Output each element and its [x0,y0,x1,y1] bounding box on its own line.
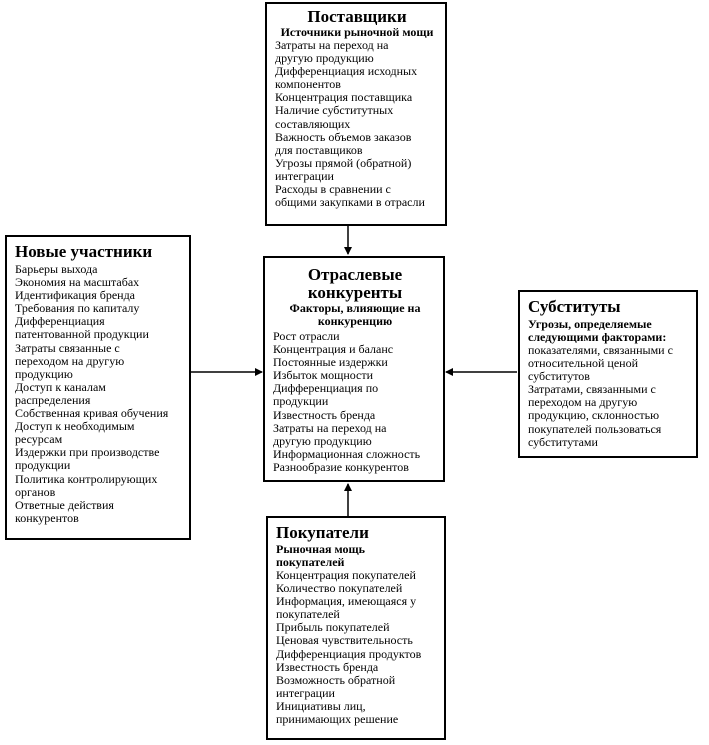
suppliers-box: Поставщики Источники рыночной мощи Затра… [265,2,447,226]
suppliers-list: Затраты на переход на другую продукцию Д… [275,38,439,210]
list-item: органов [15,484,56,499]
list-item: Важность объемов заказов [275,129,412,144]
list-item: Экономия на масштабах [15,275,140,290]
substitutes-subtitle-line2: следующими факторами: [528,330,667,344]
substitutes-title: Субституты [528,297,621,316]
list-item: Дифференциация исходных [275,64,418,79]
list-item: Угрозы прямой (обратной) [275,155,412,170]
list-item: субститутами [528,434,598,449]
list-item: для поставщиков [275,142,363,157]
buyers-subtitle-line1: Рыночная мощь [276,542,365,556]
list-item: Известность бренда [276,659,379,674]
list-item: Затраты на переход на [275,38,389,52]
competitors-list: Рост отрасли Концентрация и баланс Посто… [273,329,437,474]
competitors-subtitle-line2: конкуренцию [317,314,393,328]
list-item: Расходы в сравнении с [275,182,391,197]
list-item: Известность бренда [273,407,376,422]
list-item: Идентификация бренда [15,288,136,303]
list-item: другую продукцию [275,51,374,66]
list-item: конкурентов [15,510,79,525]
list-item: интеграции [275,168,334,183]
list-item: Ответные действия [15,497,114,512]
substitutes-list: показателями, связанными с относительной… [528,343,690,449]
list-item: Доступ к необходимым [15,419,135,434]
list-item: Рост отрасли [273,329,340,343]
list-item: Дифференциация продуктов [276,646,422,661]
substitutes-box: Субституты Угрозы, определяемые следующи… [518,290,698,458]
list-item: составляющих [275,116,351,131]
competitors-box: Отраслевые конкуренты Факторы, влияющие … [263,256,445,482]
buyers-box: Покупатели Рыночная мощь покупателей Кон… [266,516,446,740]
buyers-list: Концентрация покупателей Количество поку… [276,568,438,727]
list-item: патентованной продукции [15,327,149,342]
list-item: интеграции [276,685,335,700]
list-item: продукции [15,458,71,473]
buyers-title: Покупатели [276,523,369,542]
list-item: Избыток мощности [273,368,374,383]
substitutes-subtitle-line1: Угрозы, определяемые [528,317,652,331]
competitors-title-line2: конкуренты [307,283,403,302]
list-item: субститутов [528,369,590,384]
list-item: Прибыль покупателей [276,620,390,635]
new-entrants-list: Барьеры выхода Экономия на масштабах Иде… [15,262,183,525]
list-item: Затраты связанные с [15,340,120,355]
list-item: переходом на другую [15,353,125,368]
list-item: другую продукцию [273,433,372,448]
list-item: Постоянные издержки [273,355,388,370]
list-item: Инициативы лиц, [276,698,366,713]
list-item: Барьеры выхода [15,262,98,276]
list-item: Концентрация и баланс [273,342,394,357]
list-item: Наличие субститутных [275,103,394,118]
suppliers-subtitle: Источники рыночной мощи [280,25,434,39]
competitors-title-line1: Отраслевые [307,265,403,284]
new-entrants-box: Новые участники Барьеры выхода Экономия … [5,235,191,540]
list-item: Информация, имеющаяся у [276,594,417,609]
buyers-subtitle-line2: покупателей [276,555,345,569]
new-entrants-title: Новые участники [15,242,153,261]
list-item: Дифференциация по [273,381,379,396]
list-item: продукции [273,394,329,409]
list-item: Дифференциация [15,314,105,329]
list-item: Доступ к каналам [15,379,106,394]
list-item: Количество покупателей [276,581,403,596]
list-item: общими закупками в отрасли [275,195,425,210]
list-item: ресурсам [15,432,63,447]
list-item: переходом на другую [528,395,638,410]
list-item: покупателей пользоваться [528,421,662,436]
list-item: Затратами, связанными с [528,382,656,397]
list-item: продукцию, склонностью [528,408,660,423]
list-item: Разнообразие конкурентов [273,459,409,474]
list-item: Издержки при производстве [15,445,160,460]
list-item: Затраты на переход на [273,420,387,435]
list-item: Концентрация поставщика [275,90,413,105]
list-item: Политика контролирующих [15,471,158,486]
list-item: относительной ценой [528,356,639,371]
list-item: покупателей [276,607,340,622]
list-item: компонентов [275,77,341,92]
list-item: Ценовая чувствительность [276,633,413,648]
list-item: продукцию [15,366,73,381]
list-item: Требования по капиталу [15,301,140,316]
list-item: Концентрация покупателей [276,568,416,582]
list-item: показателями, связанными с [528,343,673,357]
list-item: Информационная сложность [273,446,421,461]
list-item: распределения [15,392,91,407]
list-item: Возможность обратной [276,672,396,687]
suppliers-title: Поставщики [307,7,407,26]
list-item: принимающих решение [276,712,399,727]
list-item: Собственная кривая обучения [15,406,169,421]
competitors-subtitle-line1: Факторы, влияющие на [289,301,421,315]
